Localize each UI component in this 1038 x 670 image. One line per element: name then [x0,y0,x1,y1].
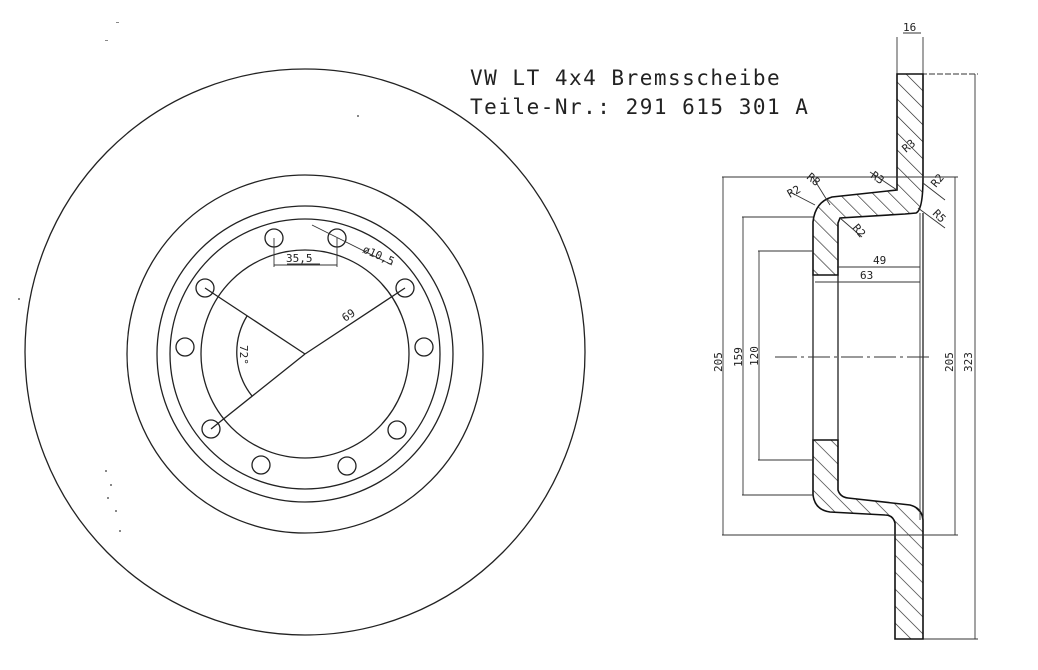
hub-outer-ring [156,205,454,503]
d120-label: 120 [748,346,761,366]
hole-diameter-label: ø10,5 [361,243,397,268]
hole-spacing-dimension: 35,5 [273,238,338,267]
d49-label: 49 [873,254,886,267]
dim-323: 323 [962,74,976,639]
r2-left-label: R2 [785,183,803,201]
bolt-hole [387,420,407,440]
bolt-circle-radius-dimension: 69 [210,287,406,430]
section-view: 16 205 159 120 [712,21,978,640]
hole-spacing-label: 35,5 [286,252,313,265]
r5-label: R5 [930,207,949,226]
drawing-title: VW LT 4x4 Bremsscheibe [470,66,782,90]
r2-right-label: R2 [928,171,946,190]
dim-49: 49 [837,254,920,268]
thickness-label: 16 [903,21,916,34]
bolt-hole [414,337,434,357]
bolt-hole [251,455,271,475]
dim-left-205: 205 [712,176,958,536]
d63-label: 63 [860,269,873,282]
bolt-hole [195,278,215,298]
radius-callouts: R8 R3 R3 R2 R2 R2 R5 [785,137,948,240]
front-view: 35,5 ø10,5 69 72° [18,22,586,636]
angle-dimension: 72° [204,287,306,397]
r3-top-label: R3 [868,169,886,187]
bolt-hole [395,278,415,298]
disc-outer-edge [24,68,586,636]
friction-ring-inner-edge [126,174,484,534]
r8-label: R8 [804,170,823,188]
dim-63: 63 [815,269,920,283]
bolt-holes [175,228,434,476]
r2-inner-label: R2 [850,222,868,241]
dim-right-205: 205 [943,177,956,535]
section-lower [812,439,924,640]
part-number: Teile-Nr.: 291 615 301 A [470,95,810,119]
dim-159: 159 [732,216,813,496]
right-205-label: 205 [943,352,956,372]
dim-120: 120 [748,250,813,461]
d159-label: 159 [732,347,745,367]
angle-label: 72° [237,345,250,365]
title-block: VW LT 4x4 Bremsscheibe Teile-Nr.: 291 61… [470,64,809,122]
bolt-hole [201,419,221,439]
center-bore [200,249,410,459]
hub-ring [169,218,441,490]
bolt-hole [337,456,357,476]
left-205-label: 205 [712,352,725,372]
d323-label: 323 [962,352,975,372]
bolt-hole [175,337,195,357]
scan-noise [18,22,359,532]
bolt-circle-radius-label: 69 [340,306,358,324]
section-upper [812,73,924,276]
